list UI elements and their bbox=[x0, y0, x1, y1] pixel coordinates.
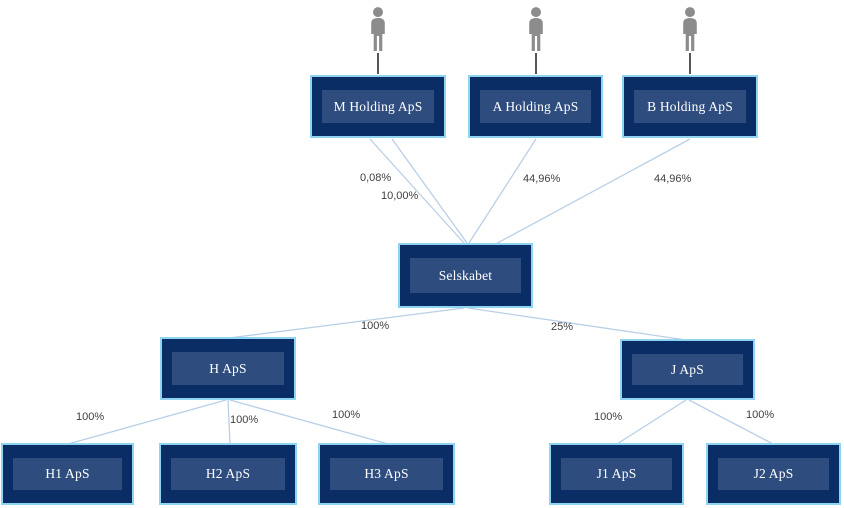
edge-j-to-j2 bbox=[688, 399, 774, 445]
person-icon bbox=[363, 6, 393, 53]
ownership-label-j1: 100% bbox=[594, 411, 623, 423]
node-a-holding: A Holding ApS bbox=[468, 75, 603, 138]
node-label: A Holding ApS bbox=[480, 90, 591, 123]
node-label: B Holding ApS bbox=[634, 90, 746, 123]
node-h1-aps: H1 ApS bbox=[1, 443, 134, 505]
node-j1-aps: J1 ApS bbox=[549, 443, 684, 505]
ownership-label-m-2: 10,00% bbox=[381, 190, 419, 202]
edge-selskabet-to-h bbox=[228, 307, 465, 339]
node-selskabet: Selskabet bbox=[398, 243, 533, 308]
node-j2-aps: J2 ApS bbox=[706, 443, 841, 505]
node-label: H1 ApS bbox=[13, 458, 122, 490]
node-m-holding: M Holding ApS bbox=[310, 75, 446, 138]
node-b-holding: B Holding ApS bbox=[622, 75, 758, 138]
ownership-label-m-1: 0,08% bbox=[360, 172, 392, 184]
node-label: H ApS bbox=[172, 352, 284, 385]
node-label: J1 ApS bbox=[561, 458, 672, 490]
ownership-label-selskabet-j: 25% bbox=[551, 321, 574, 333]
node-label: M Holding ApS bbox=[322, 90, 434, 123]
ownership-label-a: 44,96% bbox=[523, 173, 561, 185]
edge-j-to-j1 bbox=[616, 399, 687, 445]
node-h2-aps: H2 ApS bbox=[159, 443, 297, 505]
person-icon bbox=[675, 6, 705, 53]
node-h-aps: H ApS bbox=[160, 337, 296, 400]
node-label: Selskabet bbox=[410, 258, 521, 293]
ownership-label-b: 44,96% bbox=[654, 173, 692, 185]
person-icon bbox=[521, 6, 551, 53]
node-h3-aps: H3 ApS bbox=[318, 443, 455, 505]
node-label: J ApS bbox=[632, 354, 743, 385]
edge-a-to-selskabet bbox=[468, 138, 537, 244]
ownership-label-h2: 100% bbox=[230, 414, 259, 426]
node-label: H2 ApS bbox=[171, 458, 285, 490]
ownership-label-h3: 100% bbox=[332, 409, 361, 421]
ownership-label-h1: 100% bbox=[76, 411, 105, 423]
ownership-label-selskabet-h: 100% bbox=[361, 320, 390, 332]
node-label: H3 ApS bbox=[330, 458, 443, 490]
edge-b-to-selskabet bbox=[491, 138, 691, 247]
edge-selskabet-to-j bbox=[467, 307, 687, 341]
node-j-aps: J ApS bbox=[620, 339, 755, 400]
node-label: J2 ApS bbox=[718, 458, 829, 490]
ownership-label-j2: 100% bbox=[746, 409, 775, 421]
